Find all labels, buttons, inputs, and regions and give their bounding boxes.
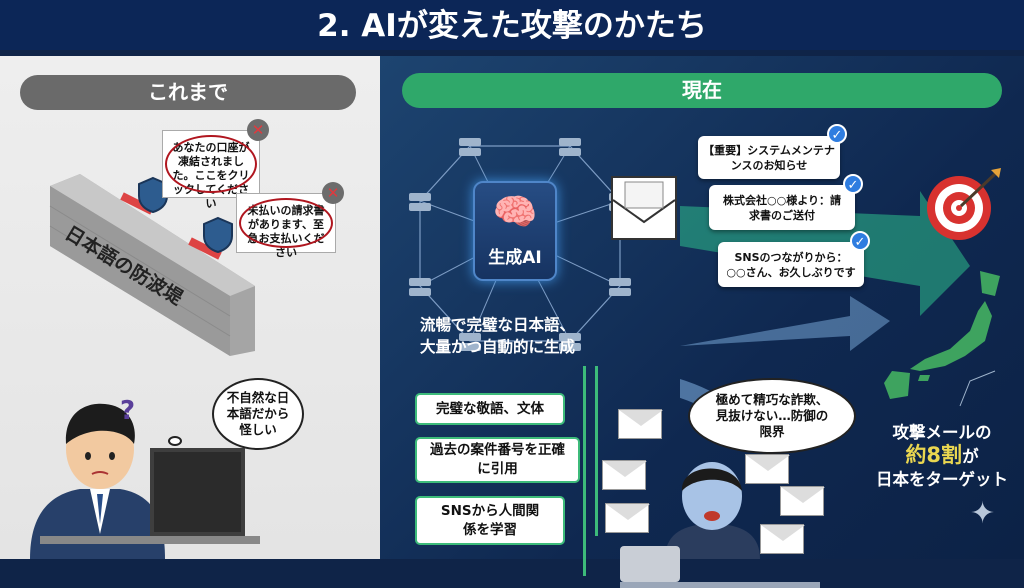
phishing-message: 株式会社○○様より：請求書のご送付 bbox=[709, 185, 855, 230]
feature-box: 完璧な敬語、文体 bbox=[415, 393, 565, 425]
now-label: 現在 bbox=[402, 73, 1002, 108]
thought-dot bbox=[168, 436, 182, 446]
server-icon bbox=[459, 333, 481, 341]
envelope-icon bbox=[605, 503, 650, 533]
phishing-popup: 未払いの請求書があります、至急お支払いください bbox=[236, 193, 336, 259]
generative-ai-box: 🧠 生成AI bbox=[473, 181, 557, 281]
server-icon bbox=[409, 278, 431, 286]
desk bbox=[620, 582, 820, 588]
japan-map bbox=[884, 271, 1000, 407]
connector-line bbox=[595, 366, 598, 536]
envelope-icon bbox=[602, 460, 647, 490]
checkmark-icon: ✓ bbox=[827, 124, 847, 144]
shield-icon bbox=[138, 176, 168, 214]
computer-monitor bbox=[150, 448, 245, 536]
checkmark-icon: ✓ bbox=[850, 231, 870, 251]
connector-line bbox=[583, 366, 586, 576]
sparkle-icon: ✦ bbox=[970, 496, 996, 531]
slide-title: 2. AIが変えた攻撃のかたち bbox=[0, 0, 1024, 50]
server-icon bbox=[609, 278, 631, 286]
before-label: これまで bbox=[20, 75, 356, 110]
caption-line: 大量かつ自動的に生成 bbox=[420, 338, 576, 356]
caption-line: 流暢で完璧な日本語、 bbox=[420, 316, 576, 334]
close-icon: ✕ bbox=[322, 182, 344, 204]
target-icon bbox=[927, 168, 1001, 240]
ai-caption: 流暢で完璧な日本語、 大量かつ自動的に生成 bbox=[420, 314, 575, 358]
stat-line: 攻撃メールの bbox=[892, 423, 992, 442]
feature-box: SNSから人間関係を学習 bbox=[415, 496, 565, 545]
thought-text: 極めて精巧な詐欺、見抜けない…防御の限界 bbox=[715, 392, 829, 439]
envelope-icon bbox=[611, 176, 677, 240]
statistic-text: 攻撃メールの 約8割が 日本をターゲット bbox=[868, 421, 1016, 491]
stat-highlight: 約8割 bbox=[905, 443, 963, 467]
close-icon: ✕ bbox=[247, 119, 269, 141]
envelope-icon bbox=[760, 524, 805, 554]
shield-icon bbox=[203, 216, 233, 254]
server-icon bbox=[559, 138, 581, 146]
server-icon bbox=[559, 333, 581, 341]
ai-label: 生成AI bbox=[488, 248, 542, 268]
feature-box: 過去の案件番号を正確に引用 bbox=[415, 437, 580, 483]
thought-text: 不自然な日本語だから怪しい bbox=[226, 390, 290, 437]
phishing-message: 【重要】システムメンテナンスのお知らせ bbox=[698, 136, 840, 179]
stat-line: 日本をターゲット bbox=[876, 470, 1008, 489]
thought-bubble: 不自然な日本語だから怪しい bbox=[212, 378, 304, 450]
now-panel: 現在 🧠 生成AI 流暢で完璧な日本語、 大量かつ自動的に生成 完璧な敬語、文体… bbox=[380, 56, 1024, 588]
envelope-icon bbox=[618, 409, 663, 439]
thought-bubble: 極めて精巧な詐欺、見抜けない…防御の限界 bbox=[688, 378, 856, 454]
stressed-office-worker bbox=[665, 462, 760, 559]
server-icon bbox=[459, 138, 481, 146]
server-icon bbox=[409, 193, 431, 201]
checkmark-icon: ✓ bbox=[843, 174, 863, 194]
desk bbox=[40, 536, 260, 544]
question-mark-icon: ? bbox=[120, 396, 136, 426]
envelope-icon bbox=[780, 486, 825, 516]
phishing-message: SNSのつながりから：○○さん、お久しぶりです bbox=[718, 242, 864, 287]
wall-illustration bbox=[49, 174, 255, 356]
brain-icon: 🧠 bbox=[492, 192, 538, 233]
phishing-popup: あなたの口座が凍結されました。ここをクリックしてください bbox=[162, 130, 260, 210]
before-panel: これまで 日本語の防波堤 あなたの口座が凍結されました。ここをクリックしてくださ… bbox=[0, 56, 380, 559]
laptop-icon bbox=[620, 546, 680, 582]
envelope-icon bbox=[745, 454, 790, 484]
stat-suffix: が bbox=[962, 447, 979, 466]
